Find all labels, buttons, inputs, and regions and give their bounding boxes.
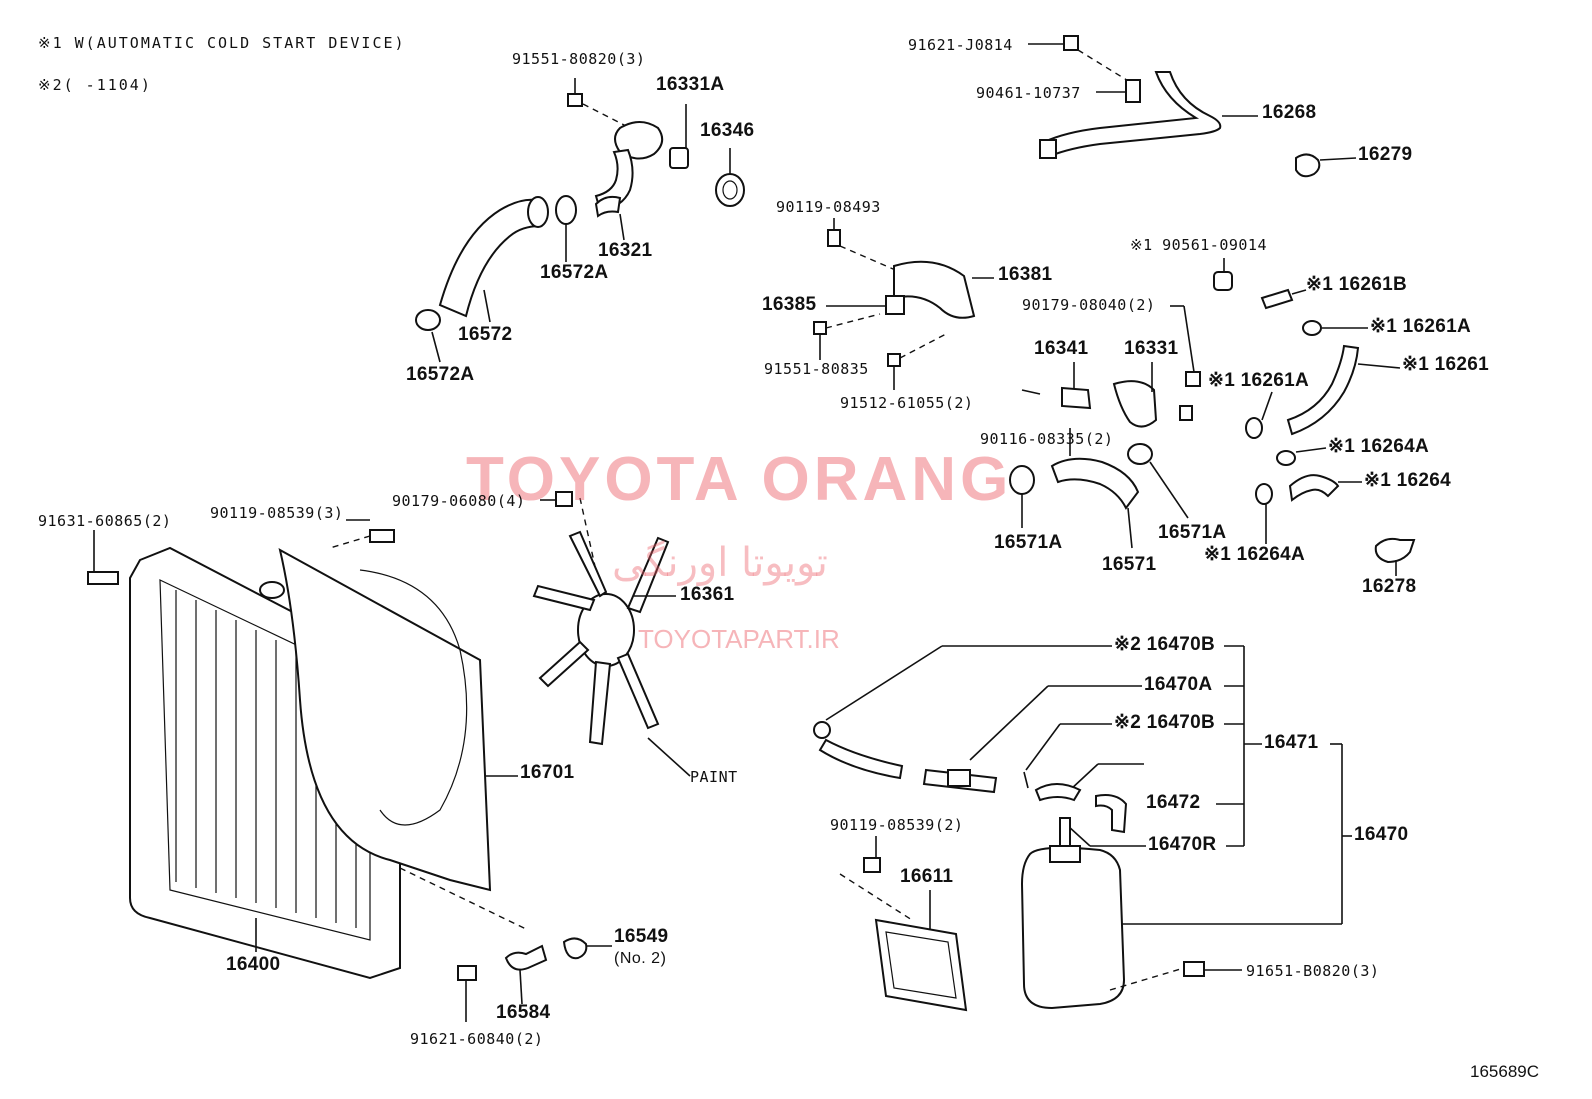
label-16470B-b: ※2 16470B (1114, 712, 1216, 733)
upper-hose-group (415, 78, 745, 363)
label-16385: 16385 (762, 294, 817, 315)
label-paint: PAINT (690, 768, 738, 786)
label-16701: 16701 (520, 762, 575, 783)
label-90179-06080: 90179-06080(4) (392, 492, 526, 510)
label-16470R: 16470R (1148, 834, 1217, 855)
label-90119-08539-3: 90119-08539(3) (210, 504, 344, 522)
label-91631-60865: 91631-60865(2) (38, 512, 172, 530)
label-16361: 16361 (680, 584, 735, 605)
label-16264A-top: ※1 16264A (1328, 436, 1430, 457)
label-16261B: ※1 16261B (1306, 274, 1408, 295)
shroud-group (278, 548, 518, 892)
label-16268: 16268 (1262, 102, 1317, 123)
support-group (399, 867, 612, 1022)
label-16346: 16346 (700, 120, 755, 141)
label-16264: ※1 16264 (1364, 470, 1451, 491)
note-2: ※2( -1104) (38, 76, 152, 94)
label-16331: 16331 (1124, 338, 1179, 359)
label-91621-60840: 91621-60840(2) (410, 1030, 544, 1048)
label-16549-sub: (No. 2) (614, 950, 667, 967)
label-91551-80820: 91551-80820(3) (512, 50, 646, 68)
watermark-brand: TOYOTA ORANG (466, 445, 1013, 514)
label-16572: 16572 (458, 324, 513, 345)
label-90461-10737: 90461-10737 (976, 84, 1081, 102)
label-16471: 16471 (1264, 732, 1319, 753)
label-16381: 16381 (998, 264, 1053, 285)
cold-start-hoses-group (1009, 258, 1416, 576)
fan-group (532, 491, 691, 777)
label-16278: 16278 (1362, 576, 1417, 597)
label-16261: ※1 16261 (1402, 354, 1489, 375)
label-16549: 16549 (614, 926, 669, 947)
label-90116-08335: 90116-08335(2) (980, 430, 1114, 448)
watermark-url: TOYOTAPART.IR (638, 624, 840, 654)
label-16572A-top: 16572A (540, 262, 609, 283)
label-90119-08539-2: 90119-08539(2) (830, 816, 964, 834)
label-90179-08040: 90179-08040(2) (1022, 296, 1156, 314)
label-16572A-bottom: 16572A (406, 364, 475, 385)
label-16571: 16571 (1102, 554, 1157, 575)
watermark-persian: تویوتا اورنگی (612, 540, 828, 586)
label-91621-J0814: 91621-J0814 (908, 36, 1013, 54)
label-16470A: 16470A (1144, 674, 1213, 695)
diagram-id: 165689C (1470, 1062, 1540, 1081)
label-16584: 16584 (496, 1002, 551, 1023)
label-16261A-right: ※1 16261A (1370, 316, 1472, 337)
label-16571A-left: 16571A (994, 532, 1063, 553)
reservoir-group (813, 645, 1352, 1012)
label-90561-09014: ※1 90561-09014 (1130, 236, 1267, 254)
note-1: ※1 W(AUTOMATIC COLD START DEVICE) (38, 34, 406, 52)
label-16472: 16472 (1146, 792, 1201, 813)
label-16611: 16611 (900, 866, 954, 887)
label-16341: 16341 (1034, 338, 1089, 359)
label-16261A-left: ※1 16261A (1208, 370, 1310, 391)
label-16470: 16470 (1354, 824, 1409, 845)
label-91651-B0820: 91651-B0820(3) (1246, 962, 1380, 980)
label-16571A-right: 16571A (1158, 522, 1227, 543)
label-16264A-bottom: ※1 16264A (1204, 544, 1306, 565)
label-91551-80835: 91551-80835 (764, 360, 869, 378)
bracket-group (813, 218, 994, 390)
label-16400: 16400 (226, 954, 281, 975)
label-16321: 16321 (598, 240, 653, 261)
label-90119-08493: 90119-08493 (776, 198, 881, 216)
bypass-pipe-group (1028, 35, 1357, 178)
label-16331A: 16331A (656, 74, 725, 95)
label-91512-61055: 91512-61055(2) (840, 394, 974, 412)
label-16279: 16279 (1358, 144, 1413, 165)
label-16470B-a: ※2 16470B (1114, 634, 1216, 655)
